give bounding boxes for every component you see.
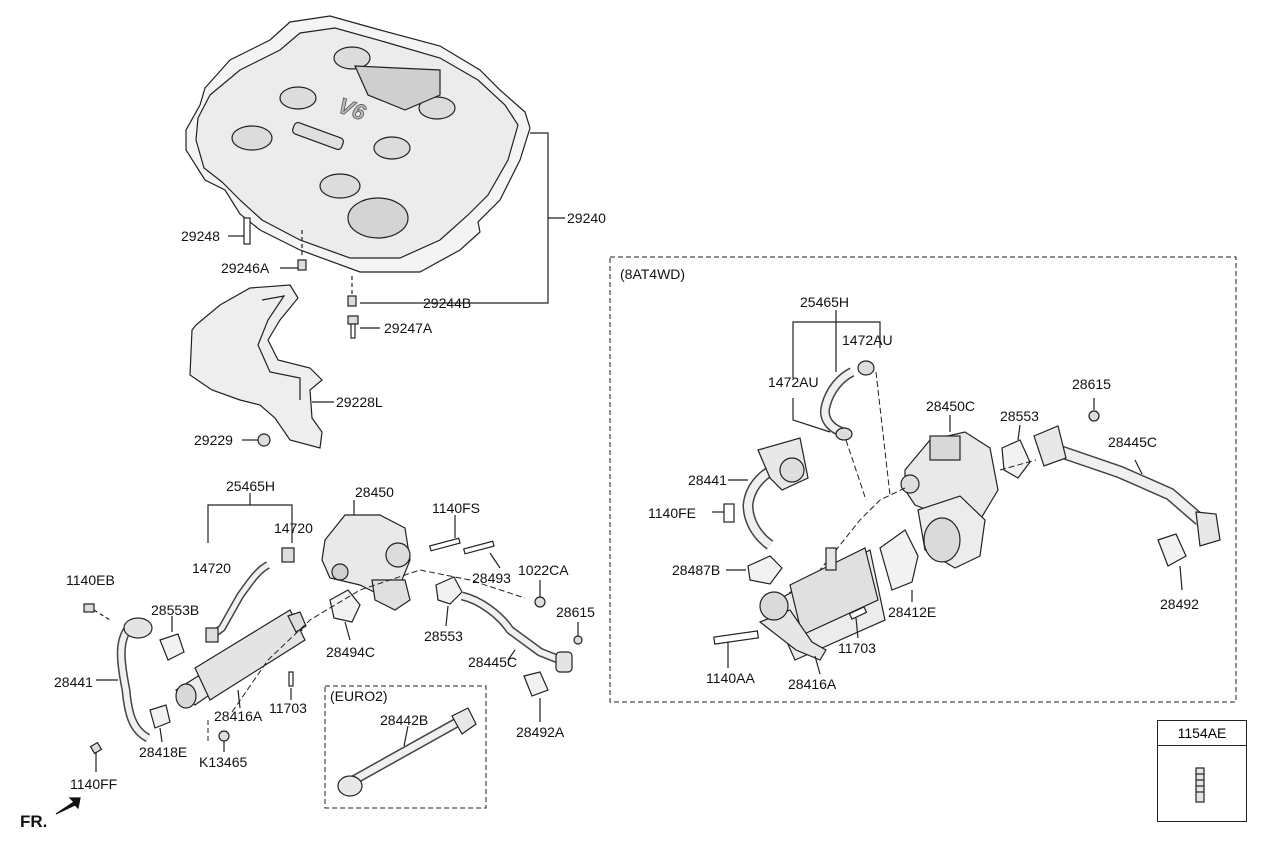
label-11703-left: 11703 [269,700,307,716]
label-28450: 28450 [355,484,394,500]
label-28441-left: 28441 [54,674,93,690]
label-1472au-a: 1472AU [842,332,893,348]
label-14720-b: 14720 [192,560,231,576]
label-29247a: 29247A [384,320,433,336]
label-28615-left: 28615 [556,604,595,620]
label-29240: 29240 [567,210,606,226]
label-28494c: 28494C [326,644,376,660]
egr-cooler-right [758,547,886,661]
label-29246a: 29246A [221,260,270,276]
label-29248: 29248 [181,228,220,244]
gasket-28553-left [435,576,463,605]
label-28553-left: 28553 [424,628,463,644]
gasket-28494c [329,589,361,623]
euro2-box [324,685,487,809]
label-28412e: 28412E [888,604,937,620]
label-29228l: 29228L [336,394,383,410]
label-28416a-left: 28416A [214,708,263,724]
euro2-caption: (EURO2) [330,688,388,704]
label-28553b: 28553B [151,602,200,618]
label-28493: 28493 [472,570,511,586]
label-29244b: 29244B [423,295,472,311]
label-28441-right: 28441 [688,472,727,488]
label-28450c: 28450C [926,398,976,414]
label-28418e: 28418E [139,744,188,760]
label-1140fs: 1140FS [432,500,480,516]
label-1140aa: 1140AA [706,670,755,686]
label-28492a: 28492A [516,724,565,740]
label-25465h-right: 25465H [800,294,850,310]
label-28416a-right: 28416A [788,676,837,692]
grommet-29244B [347,295,357,307]
label-1472au-b: 1472AU [768,374,819,390]
at4wd-box [609,256,1237,703]
label-28492: 28492 [1160,596,1199,612]
label-28445c-right: 28445C [1108,434,1158,450]
label-28615-right: 28615 [1072,376,1111,392]
egr-valve-left [321,514,411,611]
heat-shield [189,284,323,449]
label-1140fe: 1140FE [648,505,696,521]
label-1022ca: 1022CA [518,562,569,578]
label-25465h-left: 25465H [226,478,276,494]
front-marker: FR. [20,812,48,831]
bolt-29229 [242,433,271,447]
at4wd-caption: (8AT4WD) [620,266,686,282]
stud-29248 [228,217,251,245]
label-28442b: 28442B [380,712,429,728]
clamp-14720b [205,627,219,643]
label-14720-a: 14720 [274,520,313,536]
bolt-29247A [347,276,380,339]
label-29229: 29229 [194,432,233,448]
egr-cooler-left [174,609,307,709]
legend-header: 1154AE [1158,721,1246,746]
clamp-14720a [281,547,295,563]
engine-cover: V6 [185,15,531,273]
label-28487b: 28487B [672,562,721,578]
grommet-29246A [280,230,307,271]
label-28445c-left: 28445C [468,654,518,670]
egr-valve-right [900,431,999,569]
label-28553-right: 28553 [1000,408,1039,424]
label-11703-right: 11703 [838,640,876,656]
legend-box: 1154AE [1157,720,1247,822]
label-1140eb: 1140EB [66,572,115,588]
label-1140ff: 1140FF [70,776,118,792]
label-k13465: K13465 [199,754,248,770]
